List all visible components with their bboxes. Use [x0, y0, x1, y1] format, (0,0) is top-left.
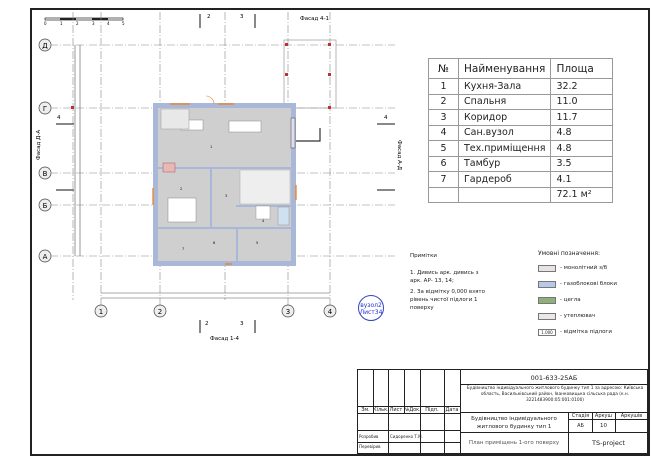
- svg-text:3: 3: [92, 21, 95, 26]
- svg-text:5: 5: [256, 241, 258, 245]
- total-row: 72.1 м²: [428, 186, 614, 203]
- svg-text:Б: Б: [43, 202, 48, 210]
- svg-text:4: 4: [57, 115, 61, 121]
- facade-label-bottom: Фасад 1-4: [210, 336, 240, 342]
- svg-text:4: 4: [384, 115, 388, 121]
- legend-item: - газоблокові блоки: [538, 276, 617, 292]
- svg-text:А: А: [43, 253, 48, 261]
- title-block: Зм. Кільк. Лист №Док. Підп. Дата Розроби…: [357, 369, 648, 455]
- svg-text:7: 7: [182, 247, 184, 251]
- svg-text:4: 4: [262, 219, 265, 223]
- svg-text:Фасад Д-А: Фасад Д-А: [36, 130, 42, 160]
- sofa: [160, 108, 190, 130]
- section-marks: [56, 14, 395, 333]
- legend-item: - монолітний з/б: [538, 260, 617, 276]
- svg-text:1: 1: [210, 145, 212, 149]
- building-plan: 1 2 3 4 5 6 7: [152, 95, 321, 266]
- column-markers: [71, 43, 331, 109]
- svg-text:3: 3: [225, 194, 227, 198]
- svg-text:3: 3: [240, 14, 244, 20]
- svg-text:2: 2: [158, 308, 162, 316]
- svg-text:4: 4: [328, 308, 333, 316]
- svg-text:1: 1: [60, 21, 63, 26]
- staircase: [239, 169, 291, 205]
- svg-text:2: 2: [180, 187, 182, 191]
- radiator: [290, 117, 296, 149]
- scale-bar: 0 1 2 3 4 5: [44, 17, 125, 26]
- notes: Примітки 1. Дивись арк. дивись з арк. АР…: [410, 253, 485, 311]
- svg-text:2: 2: [76, 21, 79, 26]
- svg-text:2: 2: [207, 14, 211, 20]
- svg-text:5: 5: [122, 21, 125, 26]
- svg-text:4: 4: [107, 21, 110, 26]
- terrace-outline: [283, 39, 337, 109]
- facade-label-top: Фасад 4-1: [300, 16, 329, 22]
- shower: [277, 206, 290, 226]
- legend-item: - цегла: [538, 292, 617, 308]
- svg-text:1: 1: [99, 308, 103, 316]
- svg-text:3: 3: [286, 308, 290, 316]
- svg-text:Г: Г: [43, 105, 47, 113]
- fireplace: [162, 162, 176, 173]
- svg-text:2: 2: [205, 321, 209, 327]
- svg-text:3: 3: [240, 321, 244, 327]
- axis-bubbles: Д Г В Б А 1 2 3 4: [38, 38, 337, 318]
- svg-text:6: 6: [213, 241, 215, 245]
- svg-text:0: 0: [44, 21, 47, 26]
- bed: [167, 197, 197, 223]
- sheet-frame: [30, 8, 650, 456]
- svg-text:Фасад А-Д: Фасад А-Д: [396, 140, 402, 171]
- bathroom-fixtures: [255, 205, 271, 220]
- drawing-title: План приміщень 1-ого поверху: [468, 440, 560, 446]
- legend-item: 1.000- відмітка підлоги: [538, 324, 617, 340]
- svg-text:Д: Д: [42, 42, 48, 50]
- svg-text:В: В: [43, 170, 48, 178]
- document-code: 001-633-25АБ: [530, 374, 578, 382]
- company-name: TS-project: [591, 439, 625, 447]
- legend: Умовні позначення: - монолітний з/б - га…: [538, 250, 617, 340]
- dining-table: [228, 120, 262, 133]
- windows-doors: [152, 103, 297, 265]
- legend-item: - утеплювач: [538, 308, 617, 324]
